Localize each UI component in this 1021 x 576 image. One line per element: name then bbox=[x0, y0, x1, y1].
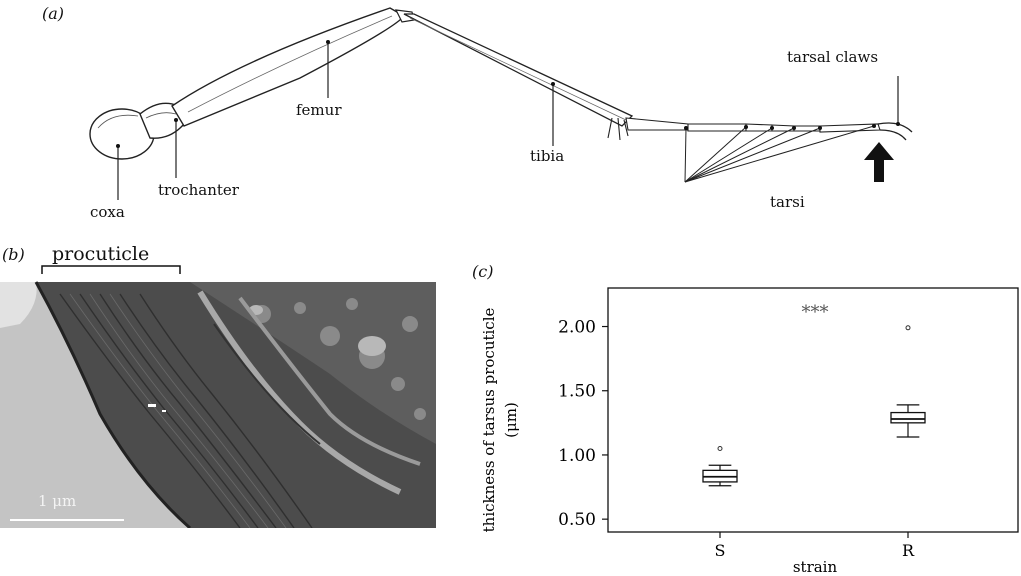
plot-frame bbox=[607, 287, 1019, 533]
y-axis-title-line1: thickness of tarsus procuticle bbox=[480, 308, 498, 533]
label-tarsi: tarsi bbox=[770, 193, 805, 211]
boxplot-chart: thickness of tarsus procuticle (μm) stra… bbox=[480, 287, 1019, 576]
arrow-up-icon bbox=[864, 142, 894, 182]
label-tibia: tibia bbox=[530, 147, 565, 165]
x-tick-label: R bbox=[902, 541, 915, 560]
panel-a-letter: (a) bbox=[42, 4, 65, 23]
y-tick-label: 1.00 bbox=[558, 446, 596, 466]
box-S bbox=[702, 446, 738, 487]
y-tick-label: 2.00 bbox=[558, 318, 596, 338]
outlier-point bbox=[717, 446, 723, 452]
procuticle-label: procuticle bbox=[52, 243, 150, 265]
x-axis-title: strain bbox=[793, 558, 838, 576]
y-tick-label: 0.50 bbox=[558, 510, 596, 530]
y-tick-label: 1.50 bbox=[558, 382, 596, 402]
box-R bbox=[890, 325, 926, 438]
outlier-point bbox=[905, 325, 911, 331]
tem-micrograph bbox=[0, 265, 436, 528]
y-axis-title-line2: (μm) bbox=[502, 402, 520, 438]
panel-b-letter: (b) bbox=[2, 245, 25, 264]
significance-marker: *** bbox=[802, 302, 829, 323]
scale-bar-label: 1 μm bbox=[38, 492, 77, 510]
panel-c-letter: (c) bbox=[472, 262, 494, 281]
label-trochanter: trochanter bbox=[158, 181, 239, 199]
tibia-shape bbox=[403, 13, 634, 127]
leg-illustration bbox=[89, 7, 913, 200]
label-coxa: coxa bbox=[90, 203, 125, 221]
x-tick-label: S bbox=[715, 541, 726, 560]
tarsi-shape bbox=[625, 117, 691, 131]
box-iqr bbox=[890, 411, 926, 424]
tarsal-claws-shape bbox=[877, 122, 913, 141]
femur-shape bbox=[171, 7, 406, 127]
label-tarsal-claws: tarsal claws bbox=[787, 48, 879, 66]
label-femur: femur bbox=[296, 101, 342, 119]
